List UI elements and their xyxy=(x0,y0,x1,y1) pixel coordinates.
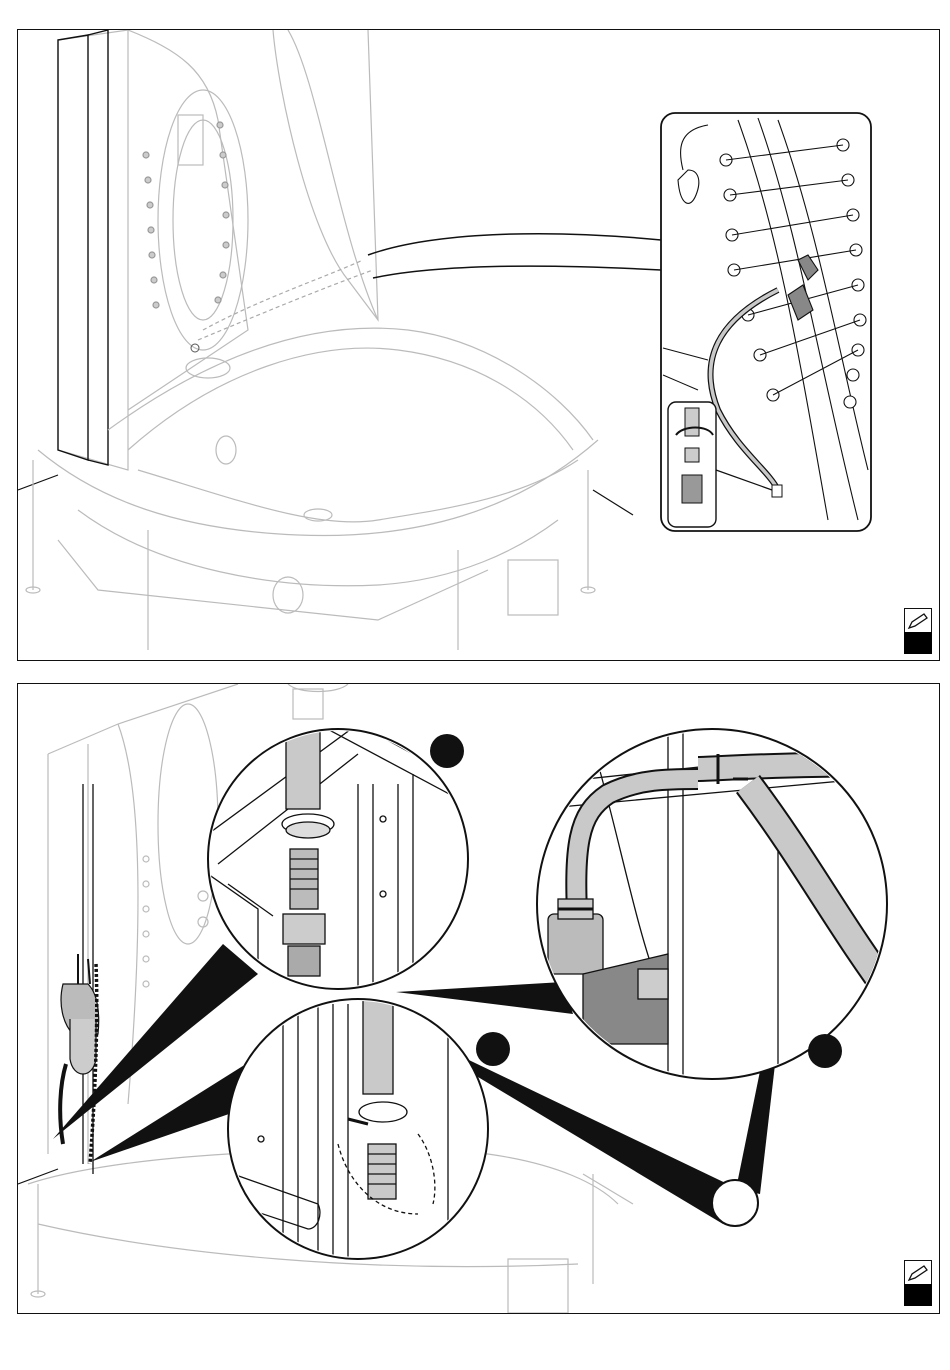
bathtub xyxy=(38,328,598,535)
black-tab xyxy=(904,1284,932,1306)
top-illustration xyxy=(18,30,939,660)
black-tab xyxy=(904,632,932,654)
magnifier-lower-left xyxy=(228,994,488,1264)
shower-column xyxy=(58,30,378,470)
bottom-illustration xyxy=(18,684,939,1313)
bottom-illustration-panel xyxy=(17,683,940,1314)
pencil-note-icon xyxy=(904,608,932,634)
step-marker-1 xyxy=(430,734,464,768)
step-marker-2 xyxy=(476,1032,510,1066)
bathtub-base xyxy=(26,460,595,650)
pencil-note-icon xyxy=(904,1260,932,1286)
top-illustration-panel xyxy=(17,29,940,661)
callout-origin-circle xyxy=(711,1179,759,1227)
step-marker-3 xyxy=(808,1034,842,1068)
magnifier-right xyxy=(537,724,918,1084)
magnifier-upper-left xyxy=(208,684,468,1014)
